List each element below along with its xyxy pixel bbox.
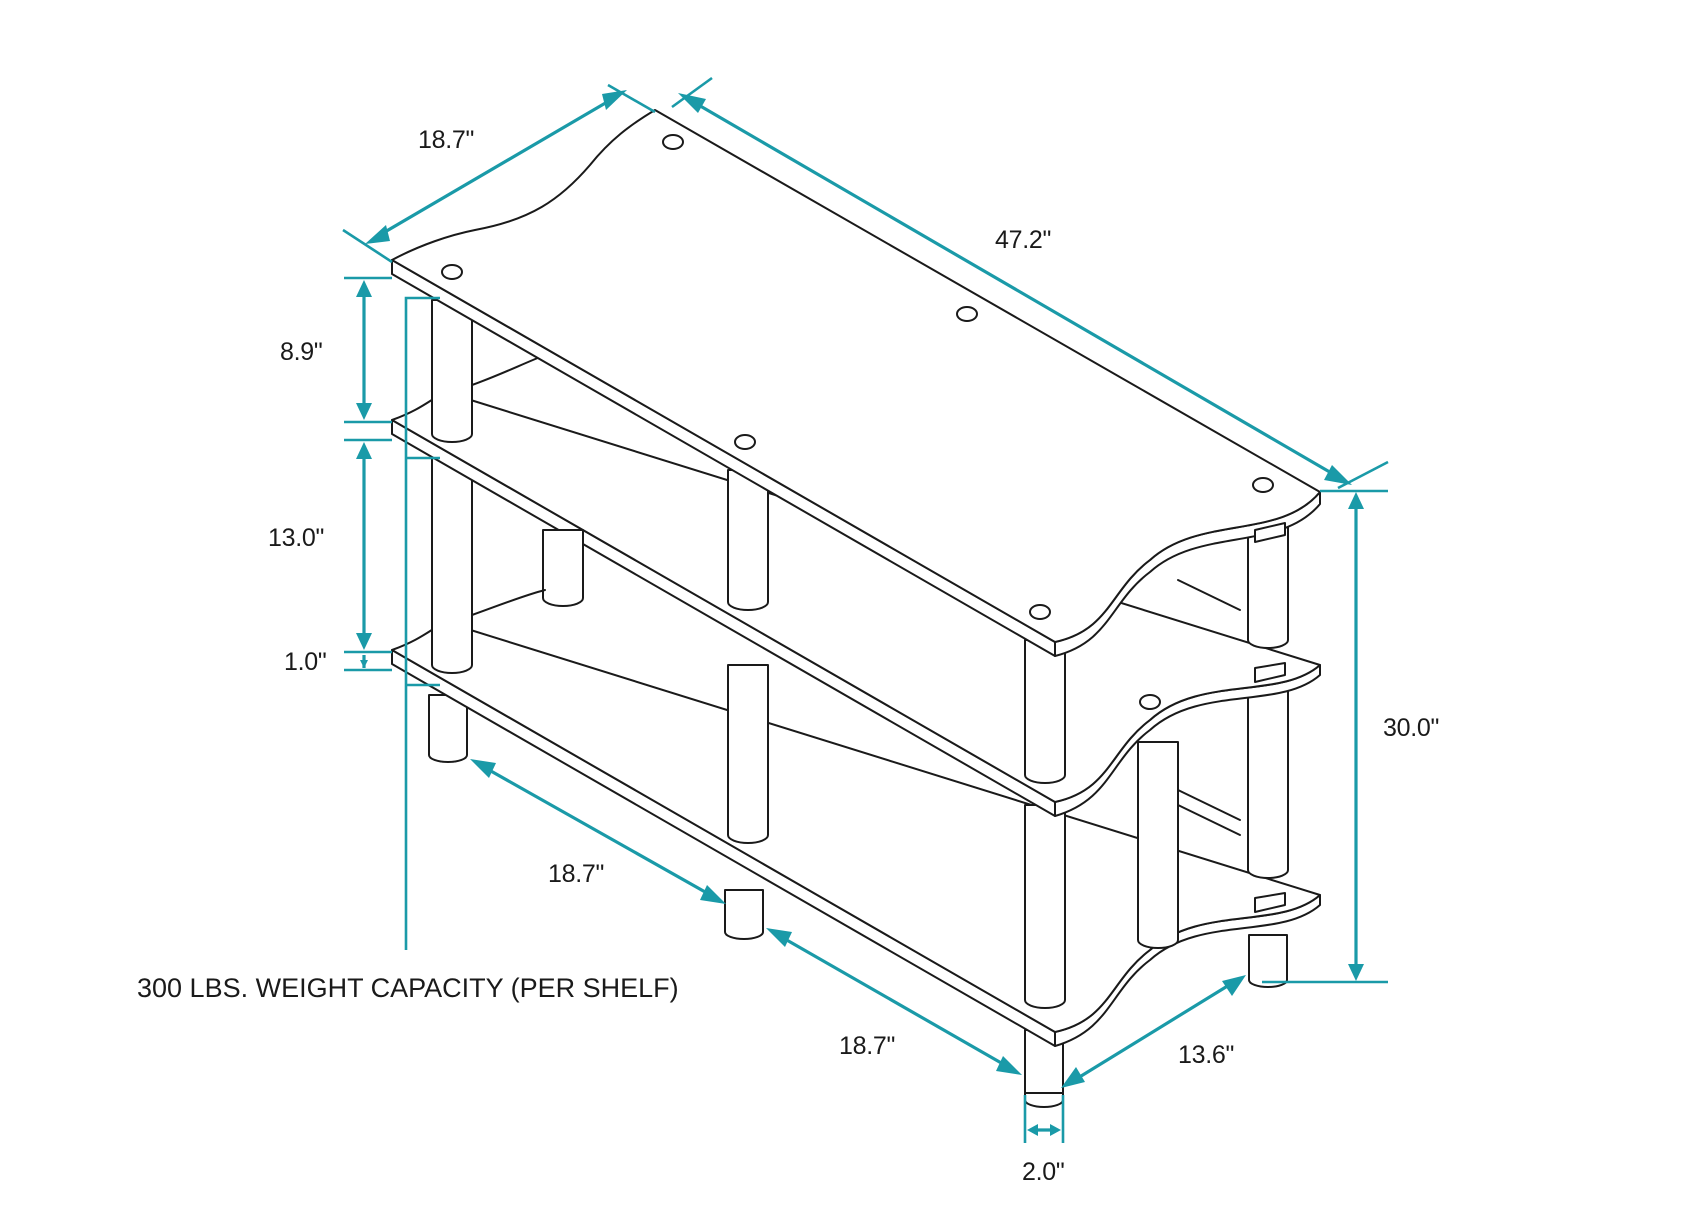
label-overall-height: 30.0" (1383, 714, 1440, 742)
label-top-depth: 18.7" (418, 126, 475, 154)
dim-overall-height (1262, 489, 1388, 984)
label-shelf-gap-middle: 13.0" (268, 524, 325, 552)
lower-posts (431, 439, 1289, 1009)
label-overall-width: 47.2" (995, 226, 1052, 254)
label-bottom-depth: 13.6" (1178, 1041, 1235, 1069)
top-shelf (391, 109, 1321, 657)
weight-leader-line (404, 296, 440, 950)
dim-bottom-span-right (766, 928, 1022, 1075)
label-bottom-span-left: 18.7" (548, 860, 605, 888)
dim-leg-diameter (1023, 1095, 1065, 1143)
dim-shelf-thickness (344, 655, 392, 672)
upper-posts (431, 299, 1289, 784)
dim-shelf-gap-top (344, 276, 392, 424)
label-bottom-span-right: 18.7" (839, 1032, 896, 1060)
weight-capacity-note: 300 LBS. WEIGHT CAPACITY (PER SHELF) (137, 973, 679, 1003)
label-leg-diameter: 2.0" (1022, 1158, 1065, 1186)
dim-bottom-depth (1061, 975, 1246, 1088)
label-shelf-thickness: 1.0" (284, 648, 327, 676)
dim-bottom-span-left (470, 759, 726, 904)
label-shelf-gap-top: 8.9" (280, 338, 323, 366)
dim-top-depth (342, 83, 656, 264)
dim-overall-width (671, 76, 1389, 490)
middle-shelf (391, 391, 1321, 817)
dim-shelf-gap-middle (344, 438, 392, 654)
